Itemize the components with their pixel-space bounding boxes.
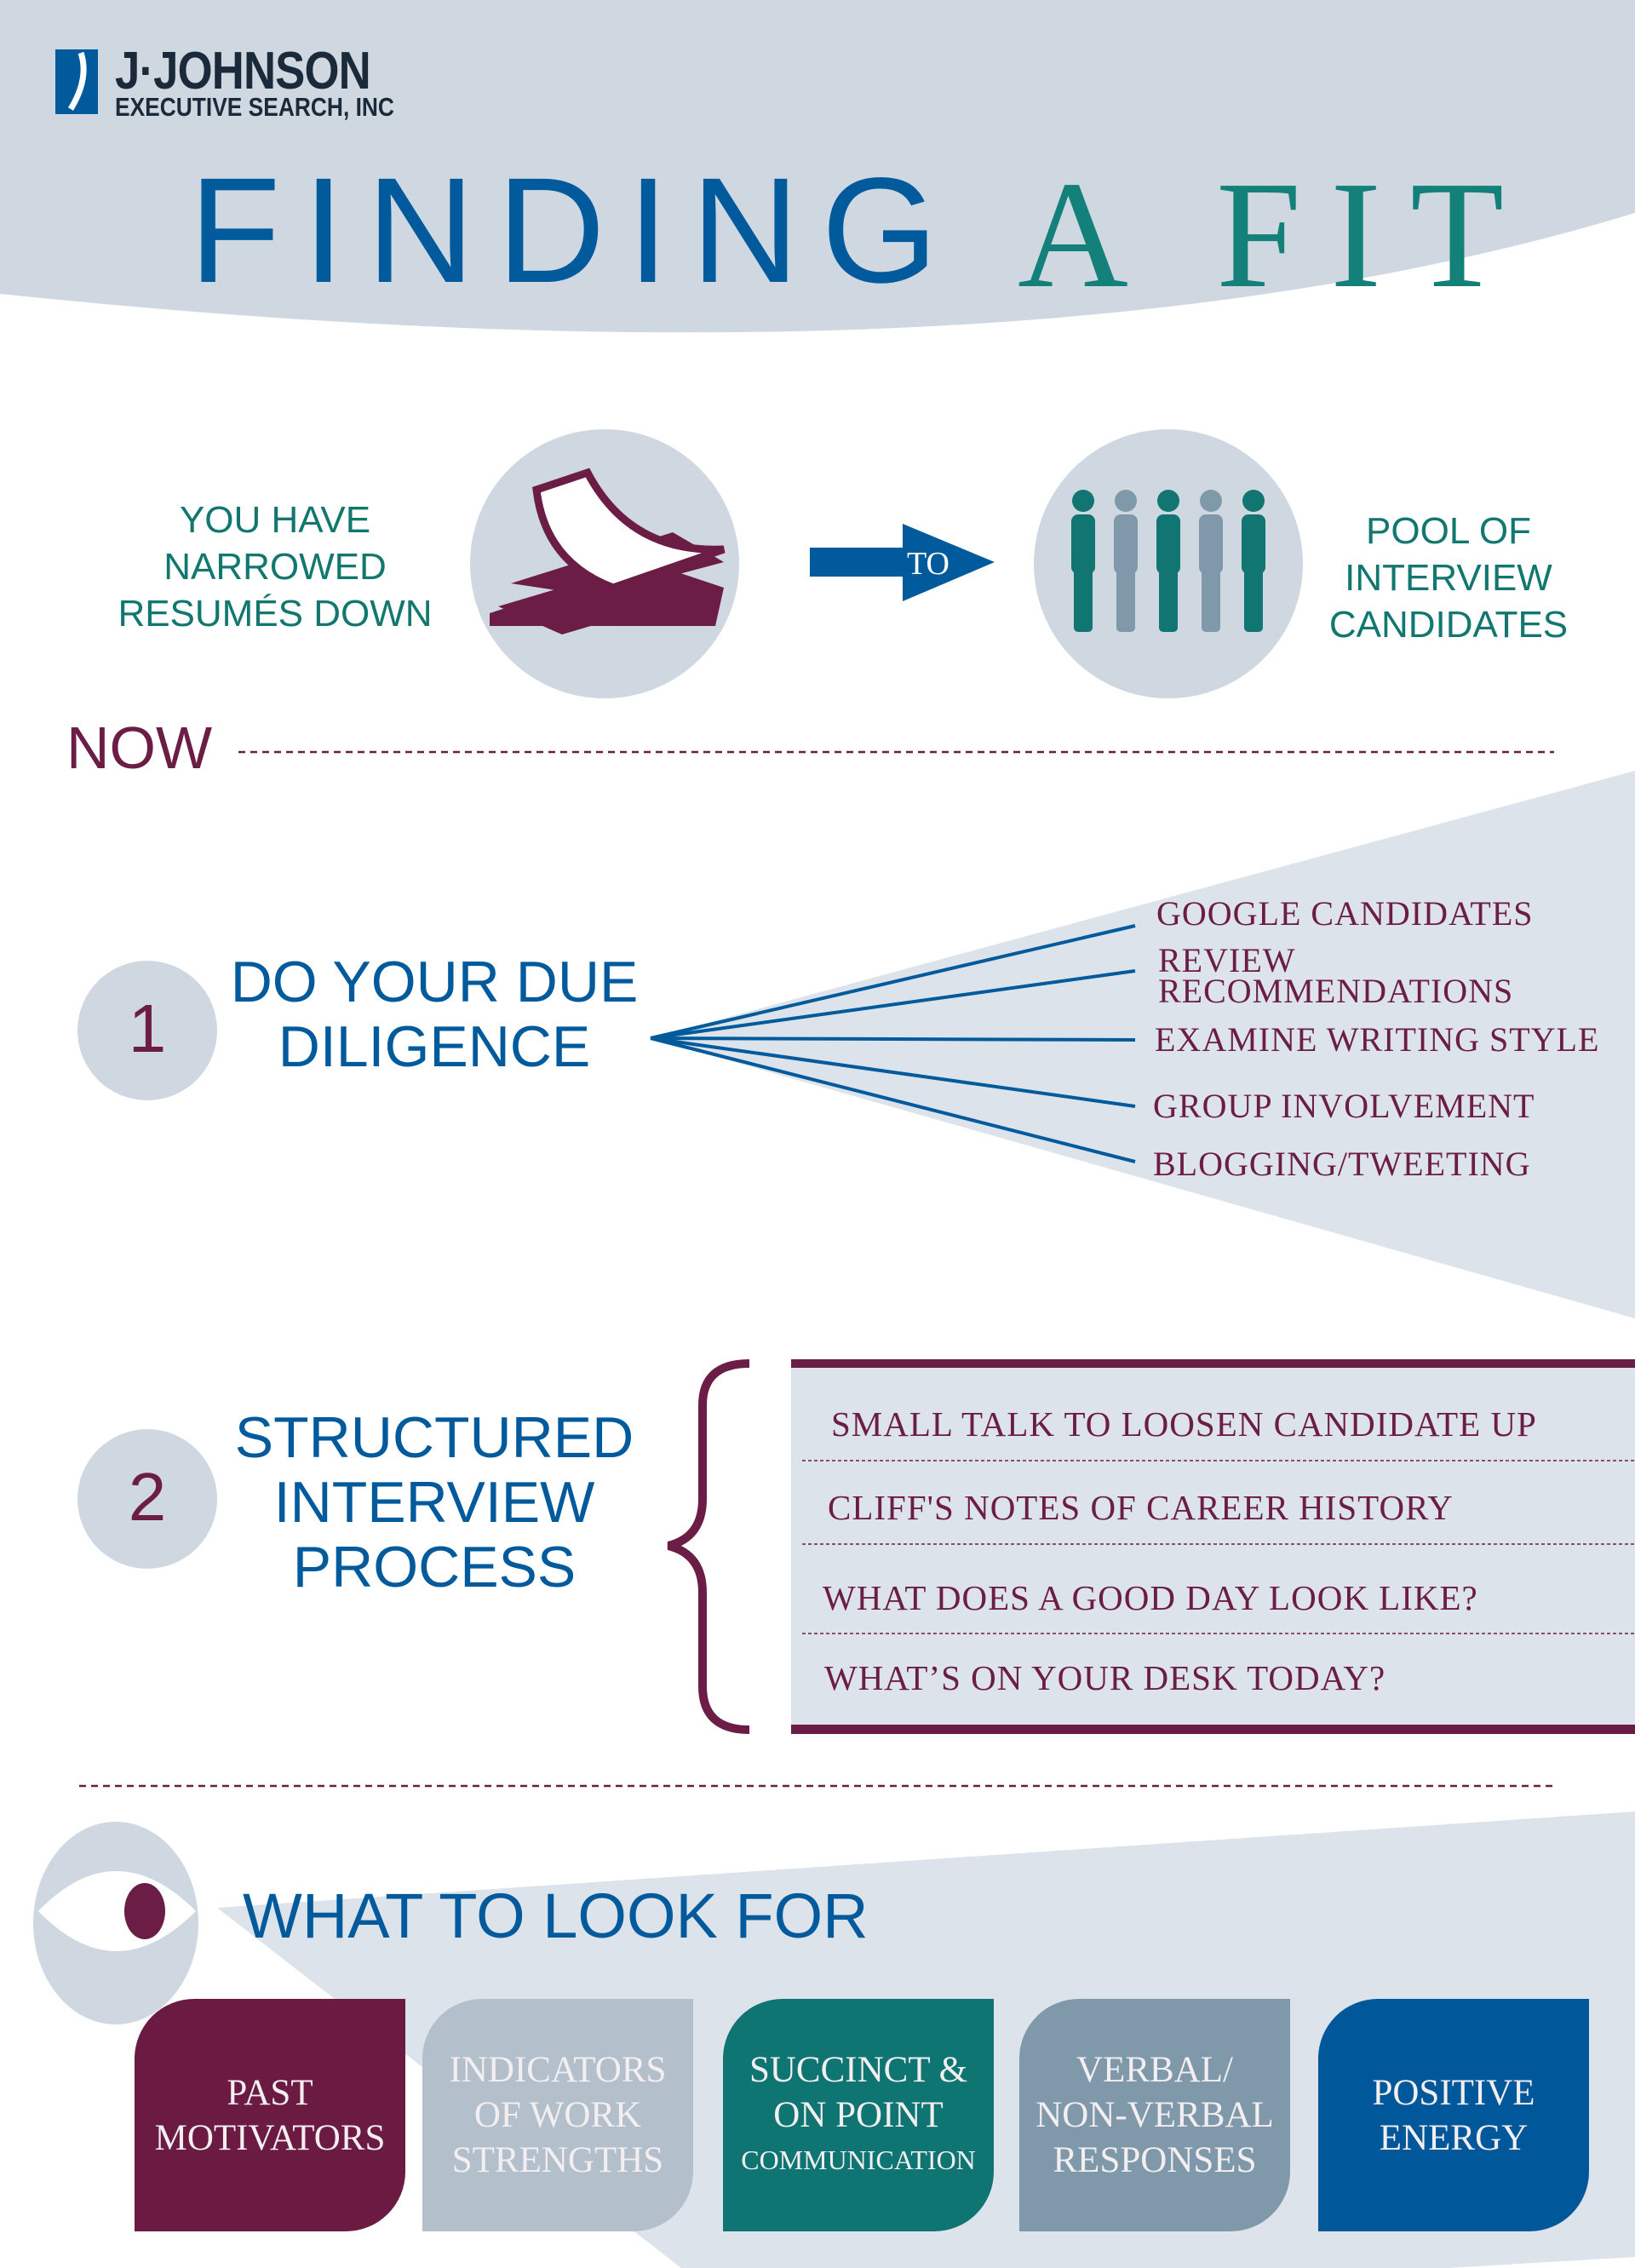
intro-right-text: POOL OF INTERVIEW CANDIDATES xyxy=(1295,508,1602,648)
people-icon xyxy=(1071,490,1265,632)
interview-item: WHAT’S ON YOUR DESK TODAY? xyxy=(824,1658,1386,1697)
header-band xyxy=(0,0,1635,333)
interview-item: CLIFF'S NOTES OF CAREER HISTORY xyxy=(828,1488,1454,1527)
brace-icon xyxy=(667,1359,750,1734)
line: STRUCTURED xyxy=(234,1405,634,1470)
now-label: NOW xyxy=(66,715,213,781)
brand-subtitle: EXECUTIVE SEARCH, INC xyxy=(115,92,394,122)
interview-panel xyxy=(791,1368,1635,1725)
arrow-label: TO xyxy=(907,546,949,582)
title-finding: FINDING xyxy=(189,147,961,314)
resume-stack-icon xyxy=(490,468,726,634)
step2-title: STRUCTURED INTERVIEW PROCESS xyxy=(204,1405,664,1599)
line: INTERVIEW xyxy=(273,1470,595,1535)
eye-icon xyxy=(33,1822,198,2024)
line: NON-VERBAL xyxy=(1036,2095,1274,2135)
line: YOU HAVE xyxy=(179,499,371,541)
line: DILIGENCE xyxy=(278,1014,591,1079)
step2-number: 2 xyxy=(128,1459,167,1535)
line: NARROWED xyxy=(164,546,387,588)
line: INDICATORS xyxy=(449,2050,667,2090)
step1-title: DO YOUR DUE DILIGENCE xyxy=(204,950,664,1079)
line: INTERVIEW xyxy=(1345,557,1552,599)
line: VERBAL/ xyxy=(1076,2050,1233,2090)
diligence-beam xyxy=(651,771,1635,1318)
diligence-item: EXAMINE WRITING STYLE xyxy=(1155,1020,1600,1059)
diligence-lines xyxy=(650,924,1136,1163)
logo-icon xyxy=(55,49,98,114)
line: PAST xyxy=(227,2072,313,2113)
line: POSITIVE xyxy=(1372,2072,1535,2113)
line: COMMUNICATION xyxy=(741,2145,976,2175)
box-communication: SUCCINCT & ON POINT COMMUNICATION xyxy=(723,1999,994,2231)
diligence-item: GOOGLE CANDIDATES xyxy=(1156,894,1534,933)
step1-circle xyxy=(77,961,217,1100)
step1-number: 1 xyxy=(128,990,167,1066)
line: OF WORK xyxy=(473,2095,642,2135)
line: SUCCINCT & xyxy=(749,2050,968,2090)
line: DO YOUR DUE xyxy=(230,950,639,1014)
diligence-item: BLOGGING/TWEETING xyxy=(1153,1145,1531,1183)
look-for-title: WHAT TO LOOK FOR xyxy=(243,1880,869,1951)
step2-circle xyxy=(77,1429,217,1569)
diligence-item: RECOMMENDATIONS xyxy=(1158,972,1514,1010)
box-work-strengths: INDICATORS OF WORK STRENGTHS xyxy=(422,1999,693,2231)
line: RESUMÉS DOWN xyxy=(118,593,433,634)
line: STRENGTHS xyxy=(451,2140,664,2180)
title-a-fit: A FIT xyxy=(1018,150,1534,319)
line: MOTIVATORS xyxy=(154,2117,386,2158)
intro-left-text: YOU HAVE NARROWED RESUMÉS DOWN xyxy=(113,497,437,637)
diligence-item: GROUP INVOLVEMENT xyxy=(1153,1087,1535,1125)
interview-item: SMALL TALK TO LOOSEN CANDIDATE UP xyxy=(831,1404,1537,1444)
diligence-item: REVIEW xyxy=(1158,941,1296,979)
line: POOL OF xyxy=(1366,510,1531,552)
brand-name: J·JOHNSON xyxy=(115,42,371,100)
line: RESPONSES xyxy=(1053,2140,1257,2180)
interview-item: WHAT DOES A GOOD DAY LOOK LIKE? xyxy=(823,1578,1478,1617)
line: PROCESS xyxy=(292,1535,577,1599)
arrow-icon xyxy=(810,524,995,601)
line: CANDIDATES xyxy=(1328,604,1569,646)
line: ON POINT xyxy=(773,2095,944,2135)
line: ENERGY xyxy=(1379,2117,1529,2158)
box-verbal-responses: VERBAL/NON-VERBAL RESPONSES xyxy=(1019,1999,1290,2231)
